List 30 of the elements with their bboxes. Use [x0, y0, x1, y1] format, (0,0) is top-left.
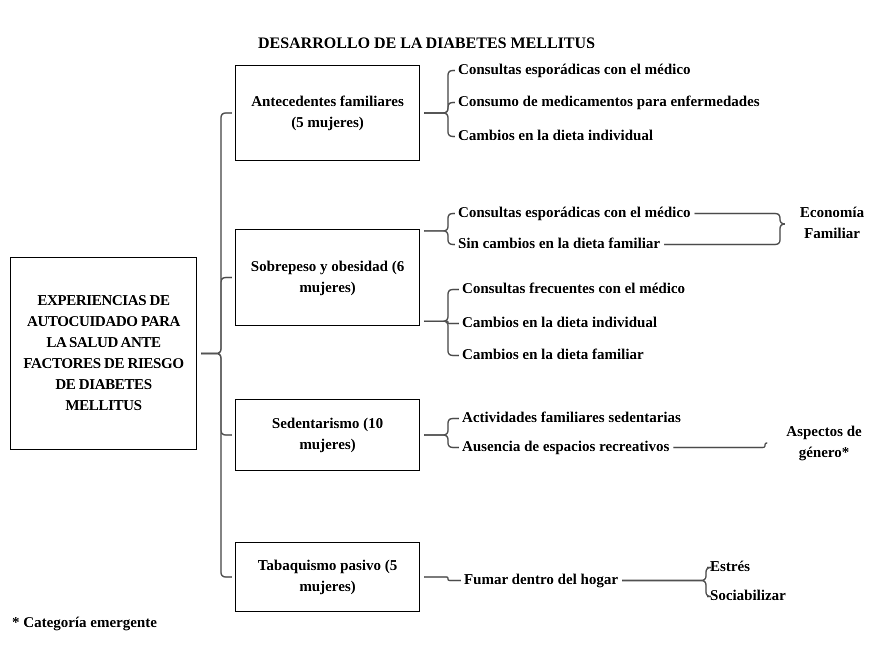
- item-text: Economía Familiar: [786, 203, 878, 245]
- diagram-title: DESARROLLO DE LA DIABETES MELLITUS: [258, 34, 595, 54]
- item-text: Cambios en la dieta individual: [462, 313, 658, 334]
- brace-connector: [622, 580, 712, 598]
- category-box: Tabaquismo pasivo (5 mujeres): [235, 542, 420, 612]
- item-text: Sociabilizar: [710, 586, 786, 607]
- item-text: Fumar dentro del hogar: [464, 570, 618, 591]
- brace-connector: [424, 576, 461, 582]
- category-box: Sobrepeso y obesidad (6 mujeres): [235, 229, 420, 326]
- brace-connector: [673, 442, 768, 448]
- brace-connector: [424, 320, 459, 356]
- footnote: * Categoría emergente: [12, 614, 157, 633]
- item-text: Sin cambios en la dieta familiar: [458, 234, 660, 255]
- item-text: Aspectos de género*: [770, 422, 878, 464]
- item-text: Estrés: [710, 557, 750, 578]
- category-box: Sedentarismo (10 mujeres): [235, 399, 420, 471]
- item-text: Consumo de medicamentos para enfermedades: [458, 92, 760, 113]
- brace-connector: [424, 434, 459, 448]
- item-text: Consultas esporádicas con el médico: [458, 60, 690, 81]
- item-text: Consultas esporádicas con el médico: [458, 203, 690, 224]
- category-box: Antecedentes familiares (5 mujeres): [235, 65, 420, 161]
- item-text: Actividades familiares sedentarias: [462, 408, 681, 429]
- item-text: Consultas frecuentes con el médico: [462, 279, 686, 300]
- brace-connector: [424, 230, 455, 246]
- item-text: Cambios en la dieta individual: [458, 126, 654, 147]
- brace-connector: [664, 223, 786, 246]
- brace-connector: [694, 212, 786, 225]
- item-text: Cambios en la dieta familiar: [462, 345, 644, 366]
- item-text: Ausencia de espacios recreativos: [462, 437, 670, 458]
- category-box: EXPERIENCIAS DE AUTOCUIDADO PARA LA SALUD ANTE FACTORES DE RIESGO DE DIABETES MELLITUS: [10, 257, 197, 450]
